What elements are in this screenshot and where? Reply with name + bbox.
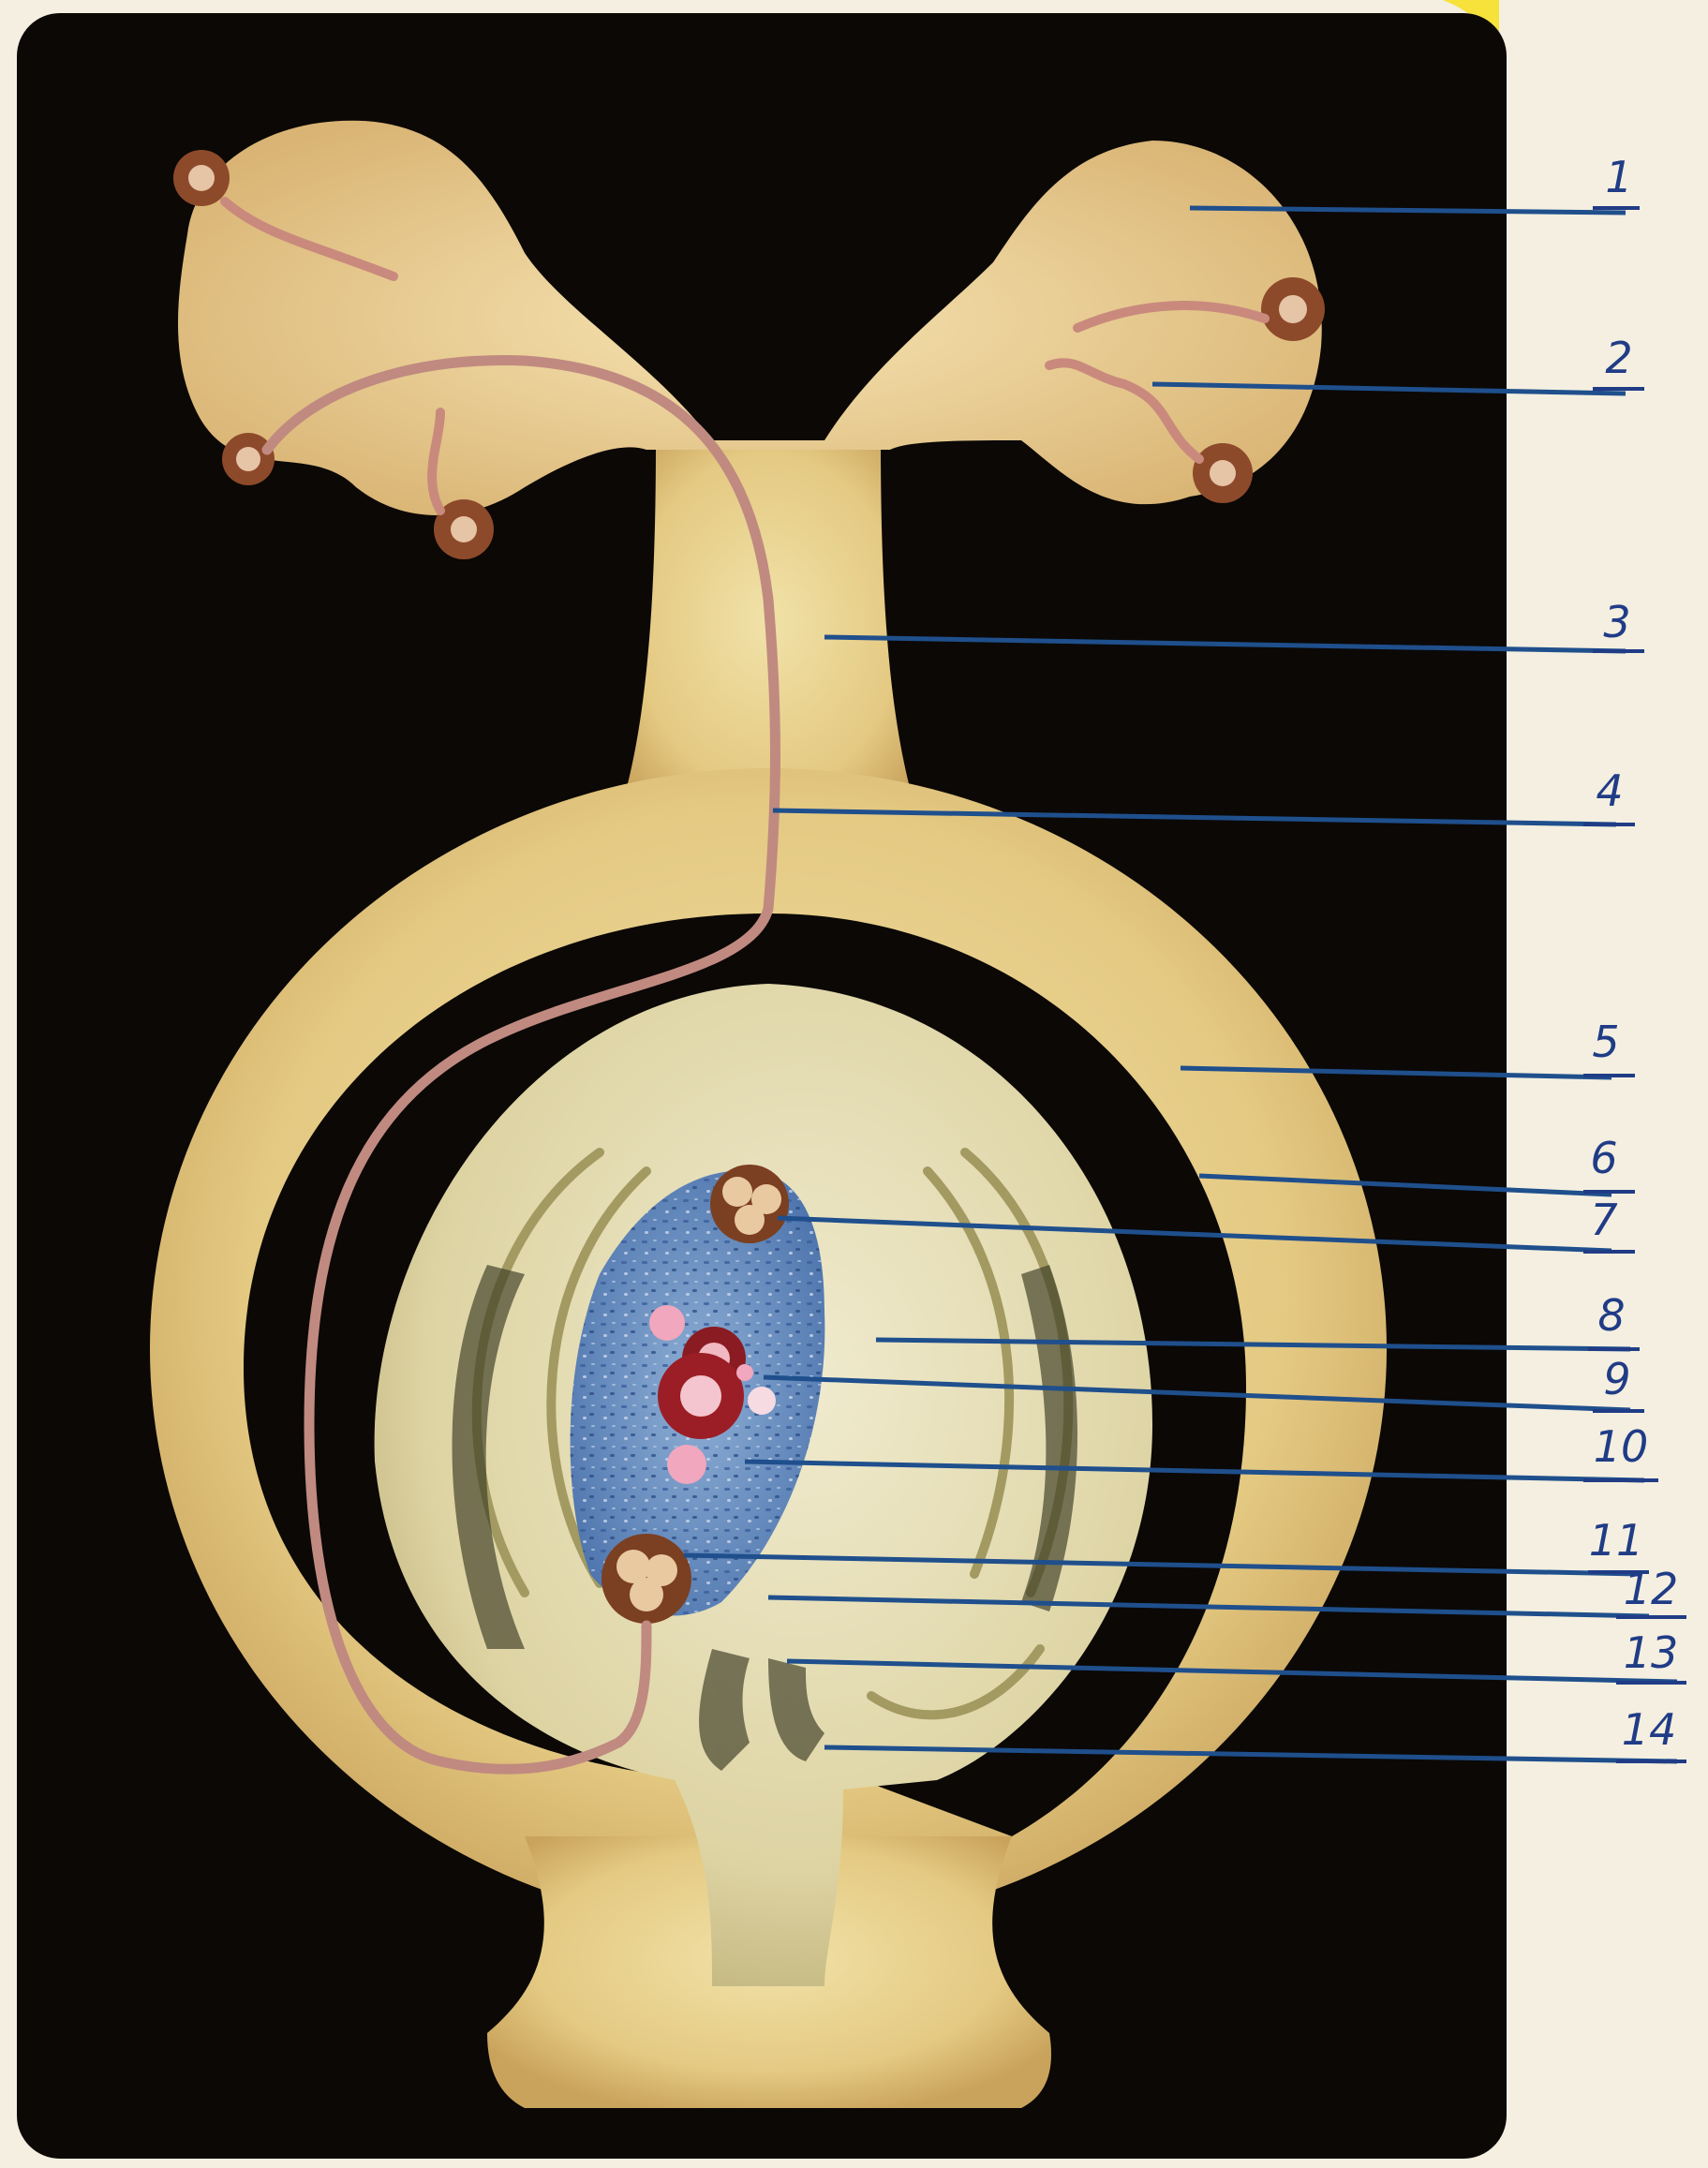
antipodal-cells [710,1165,789,1243]
label-7: 7 [1590,1195,1617,1245]
label-5: 5 [1592,1017,1619,1067]
label-9: 9 [1603,1354,1630,1404]
label-13: 13 [1624,1627,1679,1678]
label-14: 14 [1622,1704,1677,1755]
label-6: 6 [1590,1133,1617,1183]
label-4: 4 [1596,765,1623,816]
label-2: 2 [1605,333,1632,383]
label-8: 8 [1597,1290,1625,1341]
label-3: 3 [1603,597,1630,647]
label-11: 11 [1589,1515,1644,1566]
label-12: 12 [1624,1564,1679,1614]
egg-apparatus [602,1534,691,1624]
label-1: 1 [1605,152,1632,202]
label-10: 10 [1594,1421,1649,1472]
